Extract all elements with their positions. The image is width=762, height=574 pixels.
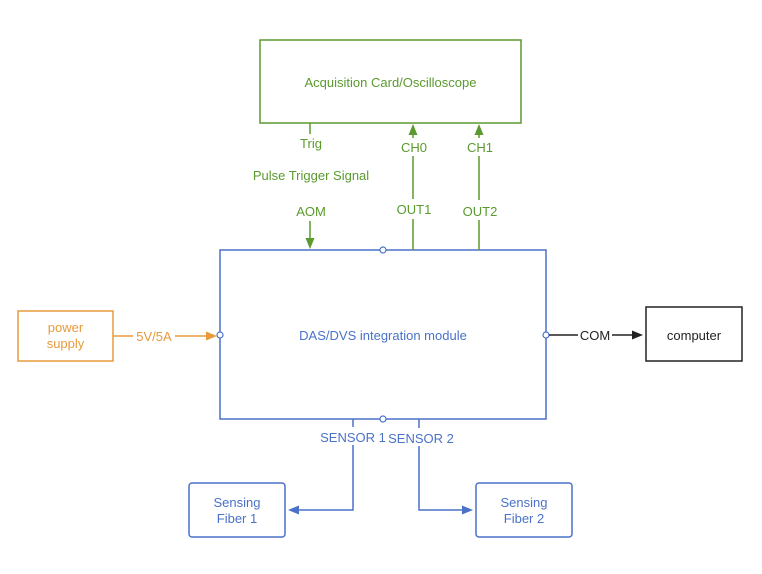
computer-label: computer [667, 328, 722, 343]
aom-label: AOM [296, 204, 326, 219]
computer-node[interactable]: computer [645, 306, 743, 362]
out2-ch1-connector: CH1 OUT2 [463, 124, 498, 250]
ch1-arrowhead [474, 124, 484, 135]
com-arrowhead [632, 330, 643, 340]
power-supply-box [17, 310, 114, 362]
power-arrowhead [206, 331, 217, 341]
sensor-2-line-lower [418, 446, 463, 511]
trig-label: Trig [300, 136, 322, 151]
sensor-1-arrowhead [288, 505, 299, 515]
out2-label: OUT2 [463, 204, 498, 219]
power-spec-label: 5V/5A [136, 329, 172, 344]
sensing-fiber-1-label-line1: Sensing [214, 495, 261, 510]
power-supply-label-line1: power [48, 320, 84, 335]
sensing-fiber-2-box [475, 482, 573, 538]
sensing-fiber-2-node[interactable]: Sensing Fiber 2 [475, 482, 573, 538]
sensor-1-connector: SENSOR 1 [288, 419, 386, 515]
sensor-2-connector: SENSOR 2 [388, 419, 473, 515]
acquisition-card-node[interactable]: Acquisition Card/Oscilloscope [259, 39, 522, 124]
das-dvs-module-node[interactable]: DAS/DVS integration module [216, 246, 550, 423]
sensor-1-label: SENSOR 1 [320, 430, 386, 445]
ch0-arrowhead [408, 124, 418, 135]
module-port-bottom [379, 415, 387, 423]
module-port-right [542, 331, 550, 339]
sensing-fiber-1-box [188, 482, 286, 538]
out1-ch0-connector: CH0 OUT1 [397, 124, 432, 250]
pulse-trigger-signal-label: Pulse Trigger Signal [253, 168, 369, 183]
acquisition-card-box [259, 39, 522, 124]
ch0-label: CH0 [401, 140, 427, 155]
ch1-label: CH1 [467, 140, 493, 155]
trigger-arrowhead [305, 238, 315, 249]
com-connector: COM [549, 328, 643, 343]
trigger-connector: Trig Pulse Trigger Signal AOM [253, 123, 369, 249]
module-port-top [379, 246, 387, 254]
sensing-fiber-1-label-line2: Fiber 1 [217, 511, 257, 526]
module-port-left [216, 331, 224, 339]
acquisition-card-label: Acquisition Card/Oscilloscope [305, 75, 477, 90]
sensor-2-label: SENSOR 2 [388, 431, 454, 446]
sensing-fiber-2-label-line1: Sensing [501, 495, 548, 510]
power-supply-node[interactable]: power supply [17, 310, 114, 362]
out1-label: OUT1 [397, 202, 432, 217]
das-dvs-module-label: DAS/DVS integration module [299, 328, 467, 343]
com-label: COM [580, 328, 610, 343]
power-connector: 5V/5A [113, 329, 217, 344]
sensing-fiber-2-label-line2: Fiber 2 [504, 511, 544, 526]
computer-box [645, 306, 743, 362]
das-dvs-module-box [219, 249, 547, 420]
power-supply-label-line2: supply [47, 336, 85, 351]
sensing-fiber-1-node[interactable]: Sensing Fiber 1 [188, 482, 286, 538]
sensor-2-arrowhead [462, 505, 473, 515]
sensor-1-line-lower [298, 445, 354, 511]
